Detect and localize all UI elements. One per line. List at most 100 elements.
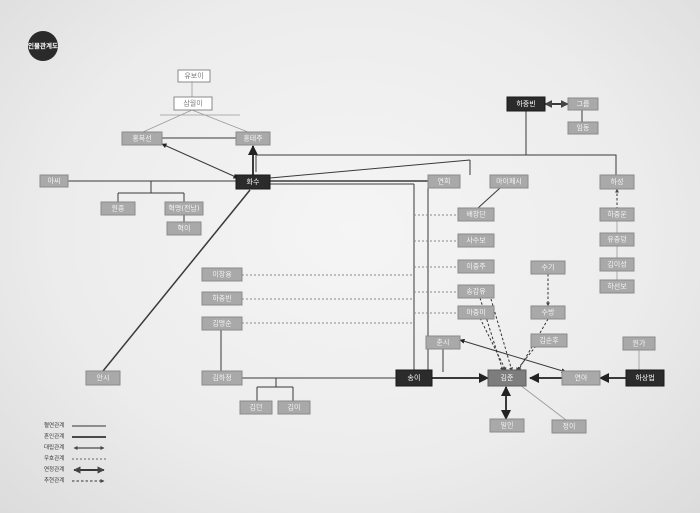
node-subae[interactable]: 수방: [530, 305, 566, 320]
svg-text:김미: 김미: [288, 403, 301, 412]
svg-text:원가: 원가: [633, 339, 646, 348]
link-top2-hong: [191, 109, 249, 133]
svg-text:혁명(전남): 혁명(전남): [168, 204, 199, 213]
title-badge: 인물관계도: [28, 31, 58, 61]
link-hwasu-hwa: [255, 154, 617, 175]
node-kimh[interactable]: 김하정: [201, 370, 243, 386]
svg-text:김던: 김던: [250, 403, 263, 412]
svg-text:송갑유: 송갑유: [466, 288, 486, 296]
svg-text:하상법: 하상법: [635, 373, 654, 382]
link-center-b2: [519, 384, 567, 421]
svg-text:하충빈: 하충빈: [212, 294, 231, 303]
link-yuho-hwasu: [161, 143, 239, 179]
svg-text:사수보: 사수보: [466, 236, 486, 245]
legend-item: 연정관계: [44, 465, 105, 474]
svg-text:하선보: 하선보: [607, 282, 627, 291]
node-yeona[interactable]: 연아: [561, 370, 601, 386]
node-r1[interactable]: 배창단: [457, 207, 495, 222]
svg-text:홍복선: 홍복선: [132, 134, 151, 143]
node-l3[interactable]: 김명순: [201, 316, 243, 331]
node-sub2[interactable]: 임동: [567, 121, 599, 135]
nodes: 유보이 삼월이 홍복선 홍태주 아씨 화수 원종 혁명(전남) 혁이 하중빈 그…: [39, 69, 665, 434]
node-r5[interactable]: 마중미: [457, 305, 495, 320]
node-b1[interactable]: 일인: [489, 418, 525, 433]
legend: 혈연관계 혼인관계 대립관계 우호관계 연정관계 추현관계: [44, 421, 106, 484]
node-yuho[interactable]: 홍복선: [121, 131, 163, 146]
legend-item: 추현관계: [44, 476, 105, 484]
node-song[interactable]: 송이: [395, 369, 433, 387]
node-hansang[interactable]: 하상법: [625, 369, 665, 387]
node-ddong[interactable]: 마이페시: [489, 174, 529, 189]
node-kc1[interactable]: 김던: [239, 400, 273, 415]
svg-text:연아: 연아: [575, 373, 588, 382]
node-center[interactable]: 김준: [487, 369, 527, 387]
links: [68, 82, 640, 421]
svg-text:수방: 수방: [542, 308, 555, 317]
node-kc2[interactable]: 김미: [277, 400, 311, 415]
node-ansi[interactable]: 안시: [85, 370, 121, 386]
svg-text:수기: 수기: [542, 263, 555, 272]
svg-text:삼월이: 삼월이: [183, 99, 202, 108]
svg-text:임동: 임동: [577, 124, 590, 132]
svg-text:김하정: 김하정: [212, 373, 231, 382]
link-hwasu-ddong: [269, 159, 471, 179]
node-r3[interactable]: 이중주: [457, 259, 495, 274]
legend-item: 우호관계: [44, 454, 106, 462]
svg-text:마이페시: 마이페시: [496, 177, 522, 186]
node-top1[interactable]: 유보이: [177, 69, 211, 83]
node-r2[interactable]: 사수보: [457, 233, 495, 248]
node-r4[interactable]: 송갑유: [457, 284, 495, 299]
svg-text:이중주: 이중주: [466, 262, 486, 271]
node-choi-left[interactable]: 아씨: [39, 174, 69, 188]
node-yeon[interactable]: 연희: [427, 174, 461, 189]
link-top2-yuho: [142, 109, 193, 133]
svg-text:김순후: 김순후: [539, 337, 559, 345]
node-hjb[interactable]: 하중빈: [506, 96, 546, 112]
node-top2[interactable]: 삼월이: [173, 96, 213, 111]
legend-item: 혼인관계: [44, 432, 106, 440]
node-hwasu[interactable]: 화수: [235, 174, 271, 190]
svg-text:원종: 원종: [112, 204, 125, 213]
svg-text:춘시: 춘시: [437, 338, 450, 347]
svg-text:추현관계: 추현관계: [44, 476, 64, 484]
node-hr3[interactable]: 김이성: [599, 257, 635, 272]
node-suga[interactable]: 수기: [530, 260, 566, 275]
node-l2[interactable]: 하충빈: [201, 291, 243, 306]
node-hr2[interactable]: 유충덩: [599, 232, 635, 247]
link-r4b-center: [490, 298, 513, 372]
node-l1[interactable]: 이창용: [201, 267, 243, 282]
node-hr1[interactable]: 하중운: [599, 207, 635, 222]
svg-text:김명순: 김명순: [212, 319, 232, 328]
node-hr4[interactable]: 하선보: [599, 279, 635, 294]
svg-text:아씨: 아씨: [48, 176, 61, 185]
node-hong[interactable]: 홍태주: [235, 131, 271, 146]
node-jang1[interactable]: 원종: [100, 201, 136, 216]
node-sub1[interactable]: 그룹: [567, 97, 599, 111]
svg-text:우호관계: 우호관계: [44, 454, 64, 462]
svg-text:김준: 김준: [501, 374, 514, 382]
svg-text:정이: 정이: [563, 422, 576, 431]
node-b2[interactable]: 정이: [551, 419, 587, 434]
svg-text:혁이: 혁이: [178, 224, 191, 233]
svg-text:홍태주: 홍태주: [243, 134, 263, 143]
link-ilsuk-center: [515, 345, 537, 372]
node-wonga[interactable]: 원가: [622, 336, 656, 351]
badge-label: 인물관계도: [28, 41, 58, 50]
svg-text:연정관계: 연정관계: [44, 465, 64, 473]
link-r5-center: [479, 317, 507, 372]
svg-text:하성: 하성: [611, 177, 624, 186]
svg-text:배창단: 배창단: [466, 210, 486, 219]
node-ilsuk[interactable]: 김순후: [530, 333, 568, 348]
svg-text:연희: 연희: [438, 177, 451, 186]
legend-item: 대립관계: [44, 443, 105, 451]
node-jang2[interactable]: 혁명(전남): [164, 201, 204, 216]
node-chunsi[interactable]: 춘시: [425, 335, 461, 350]
link-hwasu-ansi: [102, 189, 251, 372]
node-jang3[interactable]: 혁이: [166, 221, 202, 236]
svg-text:송이: 송이: [408, 373, 421, 382]
node-hwa[interactable]: 하성: [599, 174, 635, 190]
link-chunsi-yeona: [459, 338, 567, 374]
svg-text:일인: 일인: [501, 421, 514, 430]
